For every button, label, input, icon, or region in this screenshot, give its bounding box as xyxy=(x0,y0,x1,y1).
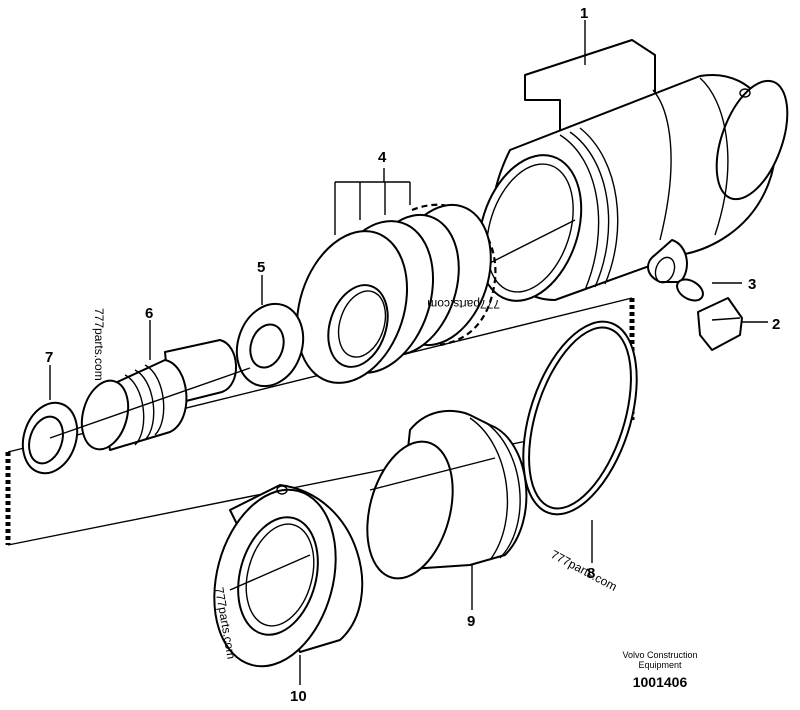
callout-6: 6 xyxy=(145,305,153,322)
callout-3: 3 xyxy=(748,276,756,293)
drawing-number: 1001406 xyxy=(632,674,688,690)
part-8-o-ring xyxy=(522,320,638,516)
callout-8: 8 xyxy=(587,565,595,582)
watermark: 777parts.com xyxy=(549,547,620,593)
callout-9: 9 xyxy=(467,613,475,630)
part-7-wiper-ring xyxy=(21,367,251,475)
leader-lines xyxy=(49,20,768,685)
callout-7: 7 xyxy=(45,349,53,366)
part-1-cylinder-tube xyxy=(475,39,789,302)
watermark: 777parts.com xyxy=(92,308,106,381)
callout-2: 2 xyxy=(772,316,780,333)
part-2-plug xyxy=(697,297,743,351)
watermark: 777parts.com xyxy=(427,297,500,311)
hidden-piston-outline xyxy=(411,203,497,347)
part-9-cylinder-head xyxy=(366,409,528,580)
part-5-ring xyxy=(235,302,305,388)
credit-line-1: Volvo Construction xyxy=(622,650,698,660)
part-6-rod-guide xyxy=(80,339,237,451)
callout-4: 4 xyxy=(378,149,387,166)
callout-5: 5 xyxy=(257,259,265,276)
part-4-piston-seals xyxy=(295,203,492,384)
credit-line-2: Equipment xyxy=(638,660,682,670)
part-3-washer xyxy=(676,278,704,302)
callout-10: 10 xyxy=(290,688,307,705)
callout-1: 1 xyxy=(580,5,588,22)
part-10-gland-nut xyxy=(213,484,364,668)
